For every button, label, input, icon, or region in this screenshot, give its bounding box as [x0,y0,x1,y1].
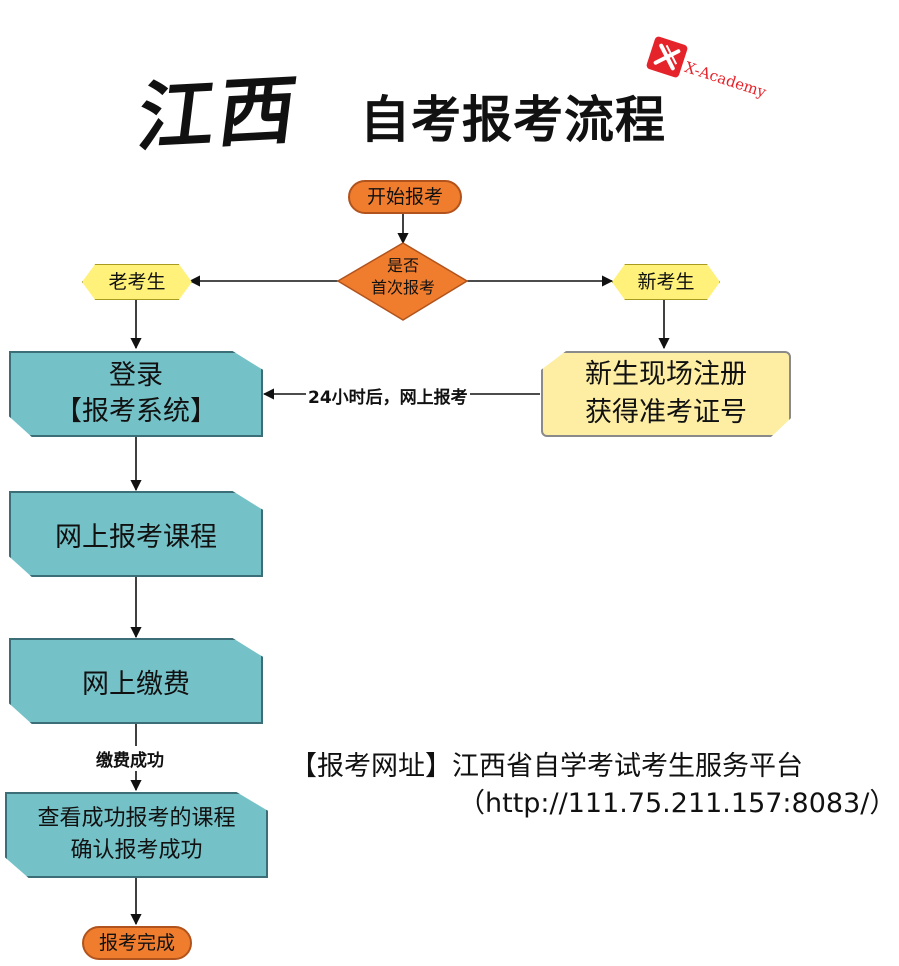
edge-label-payment-success: 缴费成功 [94,746,166,771]
register-label-line2: 获得准考证号 [585,397,747,428]
site-url[interactable]: （http://111.75.211.157:8083/） [458,788,897,819]
old-candidate-node: 老考生 [82,264,192,300]
decision-label-line2: 首次报考 [370,278,435,297]
login-label-line1: 登录 [109,360,163,391]
confirm-node: 查看成功报考的课程 确认报考成功 [5,792,268,878]
site-info-line: 【报考网址】江西省自学考试考生服务平台 [290,751,803,782]
login-node: 登录 【报考系统】 [9,351,263,437]
x-academy-logo-icon [645,35,689,79]
decision-text: 是否 首次报考 [353,255,453,299]
page-title: 自考报考流程 [360,91,666,149]
apply-courses-label: 网上报考课程 [55,521,217,553]
payment-node: 网上缴费 [9,638,263,724]
edge-label-24h: 24小时后，网上报考 [306,383,470,408]
register-label-line1: 新生现场注册 [585,359,747,390]
register-node: 新生现场注册 获得准考证号 [541,351,791,437]
payment-label: 网上缴费 [82,668,190,700]
end-node: 报考完成 [82,926,192,960]
start-node: 开始报考 [348,180,462,214]
apply-courses-node: 网上报考课程 [9,491,263,577]
decision-label-line1: 是否 [386,256,419,275]
new-candidate-node: 新考生 [612,264,720,300]
confirm-label-line1: 查看成功报考的课程 [37,806,236,831]
decision-diamond [336,242,469,321]
login-label-line2: 【报考系统】 [55,396,217,427]
confirm-label-line2: 确认报考成功 [70,838,203,863]
